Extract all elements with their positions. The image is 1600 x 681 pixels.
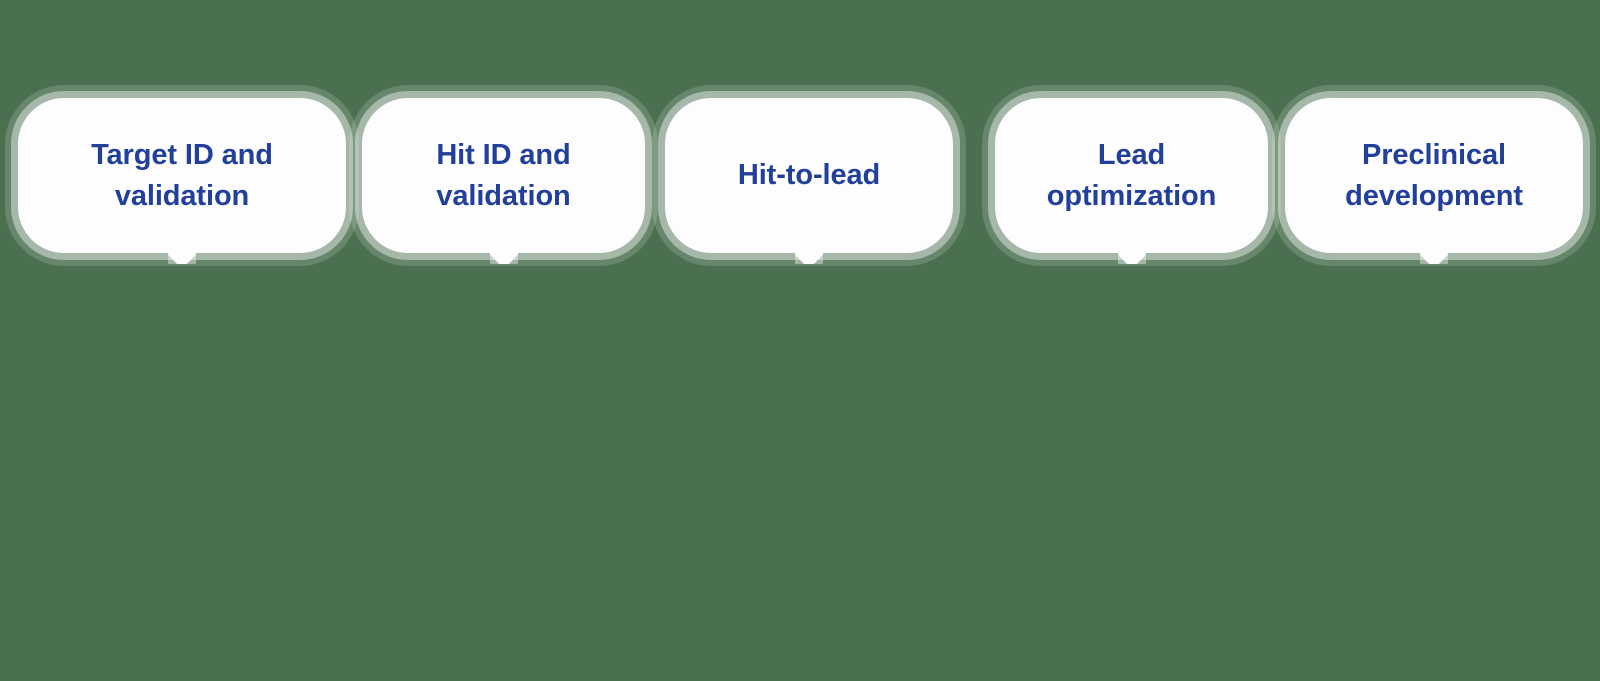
stage-label: Hit-to-lead — [737, 159, 881, 191]
stage-label: Lead optimization — [1046, 138, 1217, 212]
chevron-down-tail-icon — [795, 251, 823, 264]
stage-label: Target ID and validation — [91, 138, 273, 212]
chevron-down-tail-icon — [168, 251, 196, 264]
stage-card-lead-optimization[interactable]: Lead optimization — [995, 98, 1268, 253]
chevron-down-tail-icon — [1420, 251, 1448, 264]
stage-card-target-id-and-validation[interactable]: Target ID and validation — [18, 98, 346, 253]
stage-card-hit-to-lead[interactable]: Hit-to-lead — [665, 98, 953, 253]
stage-label: Preclinical development — [1345, 138, 1523, 212]
stage-card-hit-id-and-validation[interactable]: Hit ID and validation — [362, 98, 645, 253]
stage-label: Hit ID and validation — [436, 138, 571, 212]
stage-flow-row: Target ID and validation Hit ID and vali… — [0, 98, 1600, 268]
stage-card-preclinical-development[interactable]: Preclinical development — [1285, 98, 1583, 253]
chevron-down-tail-icon — [490, 251, 518, 264]
chevron-down-tail-icon — [1118, 251, 1146, 264]
